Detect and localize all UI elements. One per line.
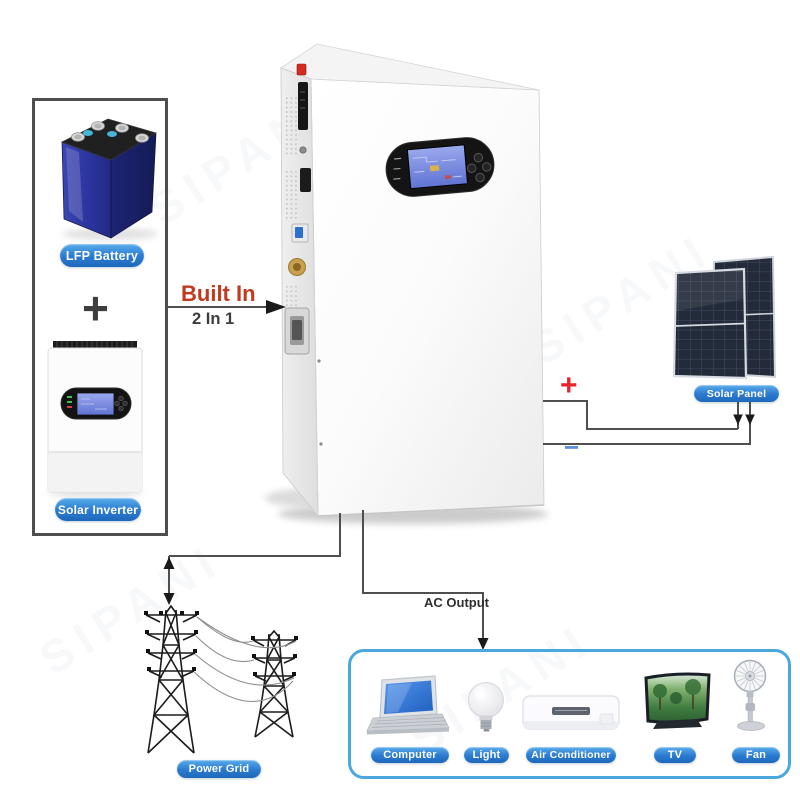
ac-output-label: AC Output	[424, 595, 489, 610]
air-conditioner-icon	[522, 695, 620, 730]
ac-output-wire	[362, 510, 484, 642]
fan-icon	[733, 659, 767, 731]
solar-panel-label: Solar Panel	[694, 385, 779, 402]
display-pod	[385, 137, 495, 197]
tv-icon	[644, 672, 711, 729]
pv-positive-terminal: +	[560, 369, 578, 402]
grid-arrowhead-down	[163, 593, 175, 605]
pv-positive-wire	[543, 400, 739, 430]
power-grid-image	[144, 604, 298, 754]
grid-arrowhead-up	[163, 557, 175, 569]
pv-negative-terminal: −	[564, 432, 580, 462]
lfp-battery-label: LFP Battery	[60, 244, 144, 267]
input-components-box	[32, 98, 168, 536]
appliance-label-light: Light	[464, 747, 509, 763]
power-grid-label: Power Grid	[177, 760, 261, 778]
builtin-arrowhead	[266, 300, 286, 314]
pv-arrowhead-down	[745, 414, 755, 425]
ac-arrowhead-down	[477, 638, 489, 650]
solar-inverter-image	[47, 341, 143, 497]
builtin-subtitle: 2 In 1	[192, 310, 235, 328]
pv-arrowhead-down	[733, 414, 743, 425]
powerwall-unit-image	[265, 43, 548, 524]
appliance-label-fan: Fan	[732, 747, 780, 763]
appliance-label-computer: Computer	[371, 747, 449, 763]
computer-icon	[366, 675, 450, 735]
arrowheads	[163, 300, 755, 650]
appliance-label-air-conditioner: Air Conditioner	[526, 747, 616, 763]
grid-wire	[169, 513, 341, 557]
appliance-box	[348, 649, 791, 779]
plus-combiner-sign: +	[82, 282, 109, 334]
light-icon	[468, 682, 504, 732]
appliance-label-tv: TV	[654, 747, 696, 763]
builtin-title: Built In	[181, 281, 256, 306]
solar-panel-image	[672, 255, 777, 380]
lfp-battery-image	[61, 118, 158, 240]
solar-inverter-label: Solar Inverter	[55, 498, 141, 521]
